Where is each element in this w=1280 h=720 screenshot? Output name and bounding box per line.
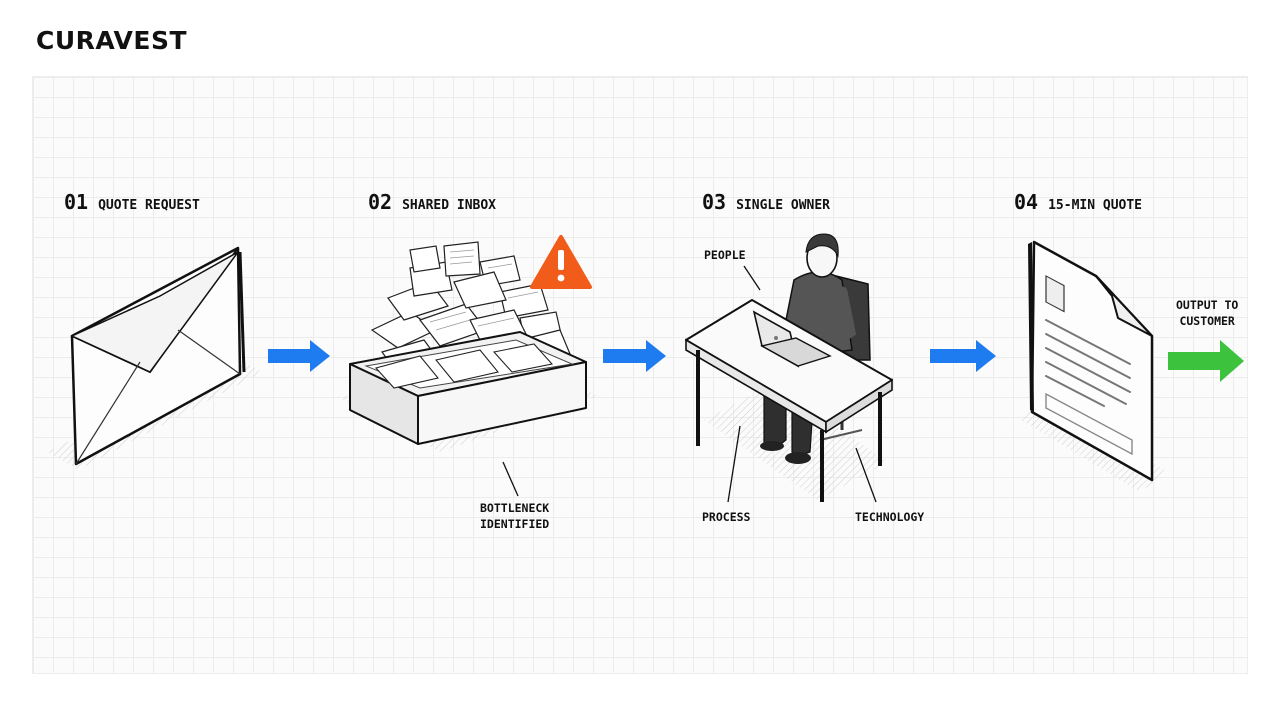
arrow-right-icon-2 — [603, 340, 666, 372]
step-3-label: SINGLE OWNER — [736, 198, 831, 213]
step-3-number: 03 — [702, 190, 727, 214]
step-4-label: 15-MIN QUOTE — [1048, 198, 1143, 213]
warning-icon — [530, 235, 592, 289]
bottleneck-callout: BOTTLENECK IDENTIFIED — [480, 500, 549, 532]
output-line-1: OUTPUT TO — [1176, 298, 1239, 312]
step-1-number: 01 — [64, 190, 89, 214]
bottleneck-line-2: IDENTIFIED — [480, 517, 550, 531]
output-callout: OUTPUT TO CUSTOMER — [1176, 297, 1238, 329]
arrow-right-icon-3 — [930, 340, 996, 372]
step-3-title: 03 SINGLE OWNER — [702, 190, 830, 214]
step-4-title: 04 15-MIN QUOTE — [1014, 190, 1142, 214]
process-callout: PROCESS — [702, 510, 751, 524]
step-4-number: 04 — [1014, 190, 1039, 214]
person-at-desk-icon — [685, 233, 893, 503]
inbox-tray-icon — [340, 235, 598, 497]
technology-callout: TECHNOLOGY — [855, 510, 925, 524]
step-2-title: 02 SHARED INBOX — [368, 190, 496, 214]
document-icon — [1018, 240, 1168, 492]
step-1-label: QUOTE REQUEST — [98, 198, 200, 213]
arrow-right-icon-1 — [268, 340, 330, 372]
step-2-number: 02 — [368, 190, 393, 214]
bottleneck-line-1: BOTTLENECK — [480, 501, 550, 515]
people-callout: PEOPLE — [704, 248, 746, 262]
laptop-icon — [752, 310, 832, 368]
step-2-label: SHARED INBOX — [402, 198, 497, 213]
envelope-icon — [48, 246, 262, 470]
brand-logo: CURAVEST — [36, 26, 188, 55]
output-line-2: CUSTOMER — [1179, 314, 1235, 328]
output-arrow-icon — [1168, 340, 1244, 382]
step-1-title: 01 QUOTE REQUEST — [64, 190, 200, 214]
